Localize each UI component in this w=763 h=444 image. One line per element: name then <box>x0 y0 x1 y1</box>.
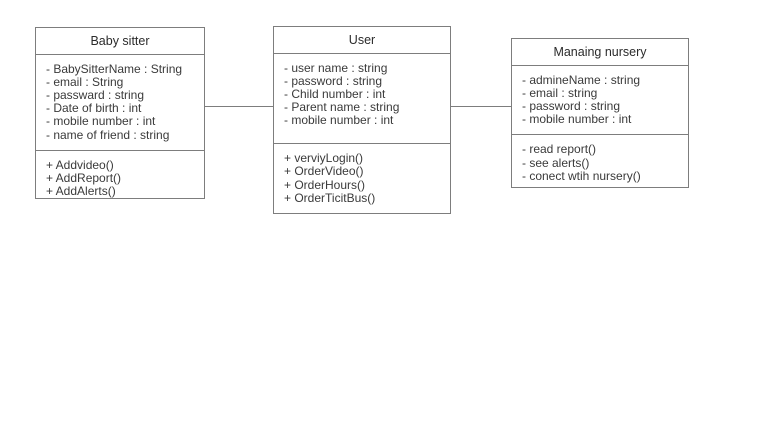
method-row: + OrderHours() <box>284 177 366 192</box>
attribute-row: - Child number : int <box>284 86 386 101</box>
attribute-row: - mobile number : int <box>284 113 394 128</box>
attributes-compartment-baby-sitter: - BabySitterName : String - email : Stri… <box>36 55 204 151</box>
uml-class-baby-sitter[interactable]: Baby sitter - BabySitterName : String - … <box>35 27 205 199</box>
attributes-compartment-user: - user name : string - password : string… <box>274 54 450 145</box>
method-row: - conect wtih nursery() <box>522 168 641 183</box>
methods-compartment-managing-nursery: - read report() - see alerts() - conect … <box>512 135 688 191</box>
method-row: + OrderVideo() <box>284 164 364 179</box>
class-title-user: User <box>274 27 450 54</box>
attribute-row: - email : String <box>46 74 124 89</box>
attribute-row: - BabySitterName : String <box>46 61 183 76</box>
class-title-managing-nursery: Manaing nursery <box>512 39 688 66</box>
association-line-user-nursery[interactable] <box>451 106 511 107</box>
attribute-row: - Parent name : string <box>284 100 400 115</box>
attribute-row: - Date of birth : int <box>46 101 142 116</box>
attributes-compartment-managing-nursery: - admineName : string - email : string -… <box>512 66 688 136</box>
method-row: - read report() <box>522 142 597 157</box>
attribute-row: - name of friend : string <box>46 127 170 142</box>
attribute-row: - user name : string <box>284 60 388 75</box>
attribute-row: - password : string <box>284 73 383 88</box>
attribute-row: - passward : string <box>46 87 145 102</box>
uml-class-user[interactable]: User - user name : string - password : s… <box>273 26 451 214</box>
method-row: + AddReport() <box>46 170 122 185</box>
attribute-row: - password : string <box>522 98 621 113</box>
method-row: + OrderTicitBus() <box>284 190 376 205</box>
method-row: + verviyLogin() <box>284 151 364 166</box>
method-row: + Addvideo() <box>46 157 114 172</box>
methods-compartment-user: + verviyLogin() + OrderVideo() + OrderHo… <box>274 144 450 213</box>
class-title-baby-sitter: Baby sitter <box>36 28 204 55</box>
attribute-row: - mobile number : int <box>46 114 156 129</box>
method-row: - see alerts() <box>522 155 590 170</box>
attribute-row: - admineName : string <box>522 72 641 87</box>
attribute-row: - email : string <box>522 85 598 100</box>
methods-compartment-baby-sitter: + Addvideo() + AddReport() + AddAlerts() <box>36 151 204 207</box>
method-row: + AddAlerts() <box>46 184 116 199</box>
uml-class-managing-nursery[interactable]: Manaing nursery - admineName : string - … <box>511 38 689 188</box>
attribute-row: - mobile number : int <box>522 112 632 127</box>
association-line-babysitter-user[interactable] <box>205 106 273 107</box>
